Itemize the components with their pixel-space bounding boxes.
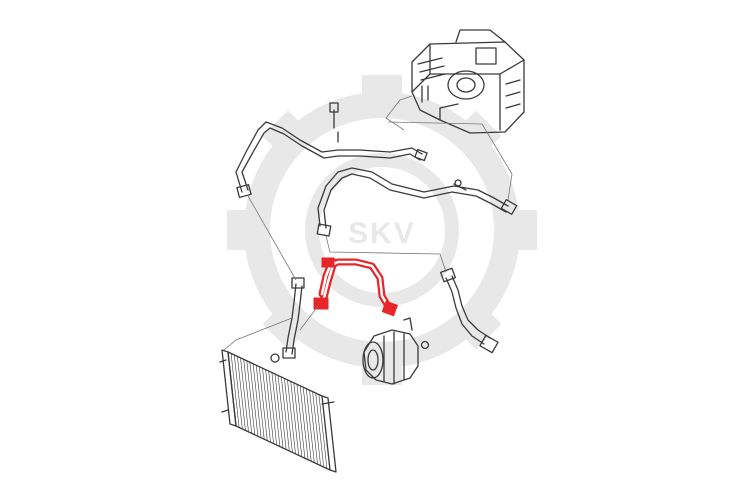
watermark-text: SKV: [348, 217, 416, 250]
condenser-fin: [262, 368, 271, 443]
condenser-fin: [302, 387, 312, 462]
condenser-fin: [287, 379, 296, 454]
ac-line-upper-left: [235, 102, 428, 199]
condenser-fin: [268, 371, 277, 446]
condenser: [219, 349, 337, 473]
condenser-fin: [290, 381, 299, 456]
condenser-fin: [234, 354, 243, 429]
condenser-fin: [281, 376, 290, 451]
condenser-fin: [293, 382, 303, 457]
condenser-fin: [315, 393, 324, 468]
condenser-fin: [230, 353, 240, 428]
condenser-fin: [296, 384, 306, 459]
condenser-fin: [252, 363, 262, 438]
condenser-fin: [299, 385, 309, 460]
condenser-fin: [277, 375, 287, 450]
ac-compressor: [362, 317, 430, 385]
condenser-fin: [312, 391, 321, 466]
condenser-fin: [309, 390, 318, 465]
ac-hose-right: [440, 267, 499, 354]
leader-lines: [223, 95, 513, 351]
condenser-fin: [259, 366, 268, 441]
condenser-fin: [240, 357, 249, 432]
condenser-fin: [237, 356, 246, 431]
condenser-fin: [249, 362, 259, 437]
condenser-fin: [265, 369, 274, 444]
condenser-fin: [246, 360, 256, 435]
condenser-fin: [306, 388, 315, 463]
condenser-fin: [274, 373, 284, 449]
ac-line-upper-right: [316, 167, 518, 237]
condenser-fin: [284, 378, 293, 453]
ac-hose-highlighted: [313, 257, 398, 317]
condenser-fin: [243, 359, 252, 434]
hvac-heater-box: [411, 29, 525, 134]
condenser-fin: [318, 394, 328, 469]
ac-line-lower-left: [270, 277, 305, 363]
condenser-fin: [271, 372, 281, 447]
condenser-fin: [255, 365, 265, 440]
